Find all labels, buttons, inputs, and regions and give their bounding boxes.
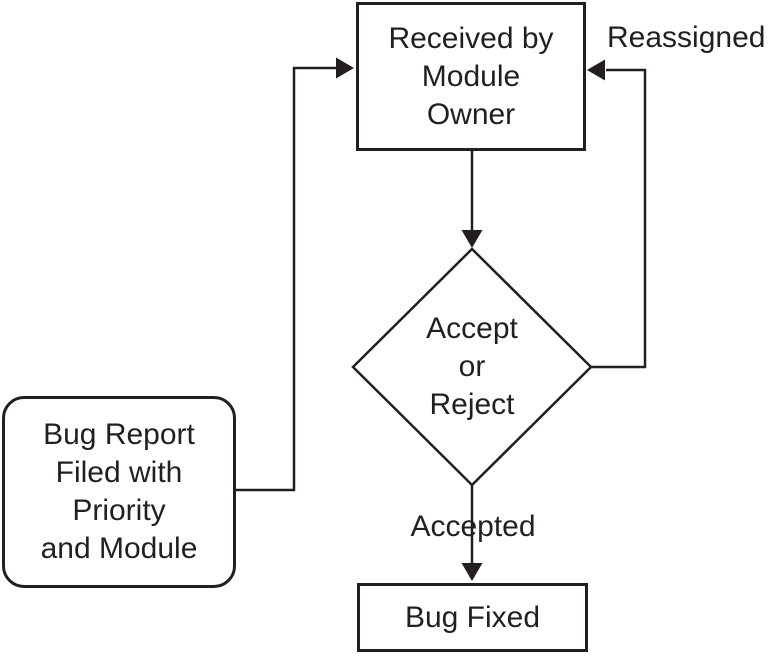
edge-bug-report-to-received — [232, 66, 338, 492]
arrowhead-into-received-right — [587, 59, 605, 81]
node-received-by-module-owner: Received by Module Owner — [356, 2, 586, 151]
node-decision-shape — [351, 247, 593, 487]
node-text-line: Priority — [72, 494, 166, 527]
node-bug-fixed: Bug Fixed — [357, 583, 588, 652]
node-decision-label: Accept or Reject — [372, 310, 572, 424]
arrowhead-into-decision-top — [461, 230, 483, 248]
arrowhead-into-bug-fixed-top — [461, 563, 483, 581]
node-text-line: Bug Fixed — [404, 600, 541, 634]
arrowhead-into-received-left — [336, 57, 354, 79]
edge-decision-to-received-reassigned — [591, 68, 647, 369]
node-text-line: Owner — [426, 97, 516, 131]
node-text-line: and Module — [40, 532, 198, 565]
node-text-line: or — [458, 350, 486, 383]
edge-label-accepted: Accepted — [410, 510, 536, 543]
node-text-line: Filed with — [55, 456, 183, 489]
node-text-line: Module — [421, 59, 521, 93]
node-bug-report: Bug Report Filed with Priority and Modul… — [2, 396, 236, 588]
edge-label-reassigned: Reassigned — [607, 21, 766, 54]
node-text-line: Accept — [426, 312, 518, 345]
node-text-line: Bug Report — [43, 418, 195, 451]
node-text-line: Reject — [429, 388, 515, 421]
node-text-line: Received by — [388, 21, 554, 55]
